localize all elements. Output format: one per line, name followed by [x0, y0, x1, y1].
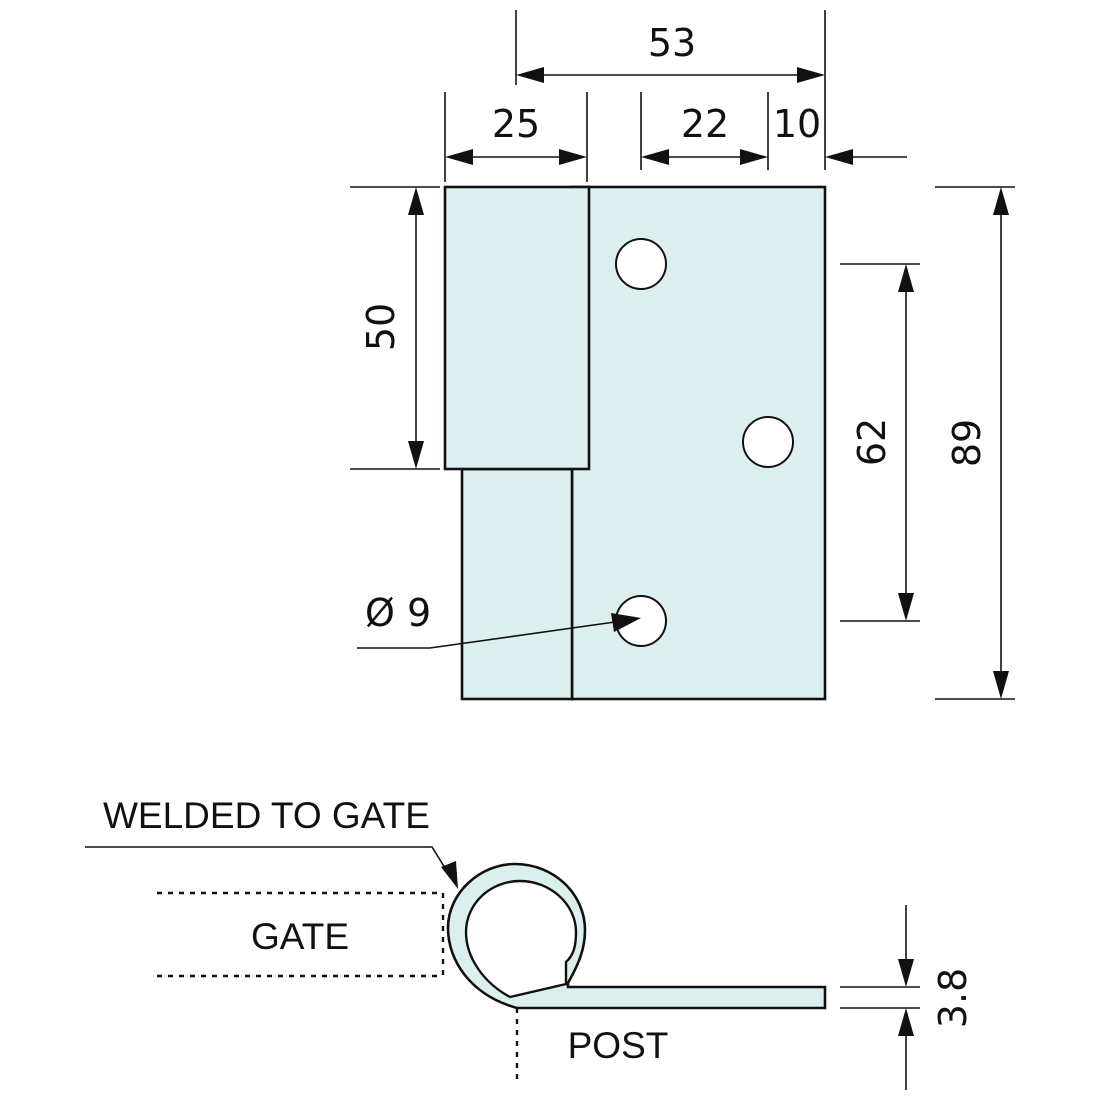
- dim-label-89: 89: [945, 419, 989, 467]
- dim-label-53: 53: [648, 21, 696, 65]
- dim-label-diameter: Ø 9: [365, 591, 431, 635]
- dim-leaf-height: 50: [350, 186, 440, 470]
- dim-label-50: 50: [359, 303, 403, 351]
- dim-label-22: 22: [681, 102, 729, 146]
- dim-hole-pitch: 62: [840, 263, 920, 622]
- dim-label-25: 25: [492, 102, 540, 146]
- hole-middle: [742, 416, 794, 468]
- label-gate: GATE: [251, 916, 349, 957]
- dim-overall-height: 89: [935, 186, 1015, 700]
- dim-hole-spacing: 22: [640, 92, 769, 170]
- label-post: POST: [568, 1025, 669, 1066]
- dim-overall-width: 53: [515, 10, 826, 170]
- dim-leaf-width: 25: [444, 92, 588, 182]
- dim-label-thickness: 3.8: [931, 968, 975, 1028]
- hole-top: [615, 238, 667, 290]
- dim-label-62: 62: [850, 418, 894, 466]
- dim-label-10: 10: [773, 102, 821, 146]
- hinge-upper-knuckle: [443, 185, 591, 471]
- dim-edge-offset: 10: [773, 102, 907, 165]
- side-view: 3.8 WELDED TO GATE GATE POST: [85, 795, 975, 1090]
- front-view: [443, 185, 827, 701]
- hinge-lower-knuckle: [460, 467, 574, 701]
- label-welded-to-gate: WELDED TO GATE: [103, 795, 430, 836]
- hinge-curl-inner: [464, 879, 578, 999]
- dim-hole-diameter: Ø 9: [357, 591, 641, 649]
